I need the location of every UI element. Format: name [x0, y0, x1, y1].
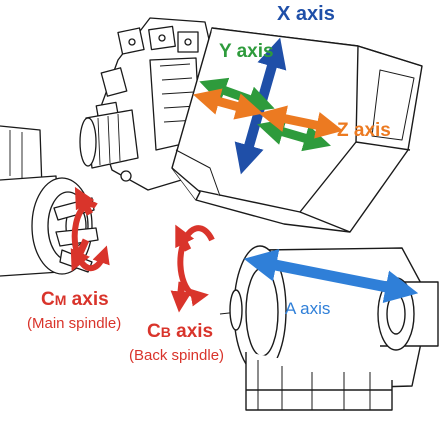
cm-letter: C	[41, 289, 55, 310]
cm-axis-label: CM axis	[41, 290, 109, 309]
z-axis-label: Z axis	[337, 120, 391, 141]
cb-letter: C	[147, 321, 161, 342]
cm-axis-word: axis	[66, 289, 109, 310]
cb-subscript: B	[160, 324, 171, 340]
a-axis-arrow	[243, 249, 419, 303]
y-axis-label: Y axis	[219, 41, 274, 62]
cm-rotation-arrow	[70, 186, 110, 272]
cb-axis-label: CB axis	[147, 322, 213, 341]
cb-rotation-arrow	[170, 224, 215, 313]
turret	[79, 17, 217, 191]
cm-subscript: M	[54, 292, 67, 308]
main-spindle-label: (Main spindle)	[27, 315, 122, 332]
back-spindle-label: (Back spindle)	[129, 347, 225, 364]
x-axis-label: X axis	[277, 3, 335, 25]
a-axis-label: A axis	[285, 299, 331, 318]
cb-axis-word: axis	[170, 321, 214, 342]
z-axis-arrow	[192, 88, 344, 139]
